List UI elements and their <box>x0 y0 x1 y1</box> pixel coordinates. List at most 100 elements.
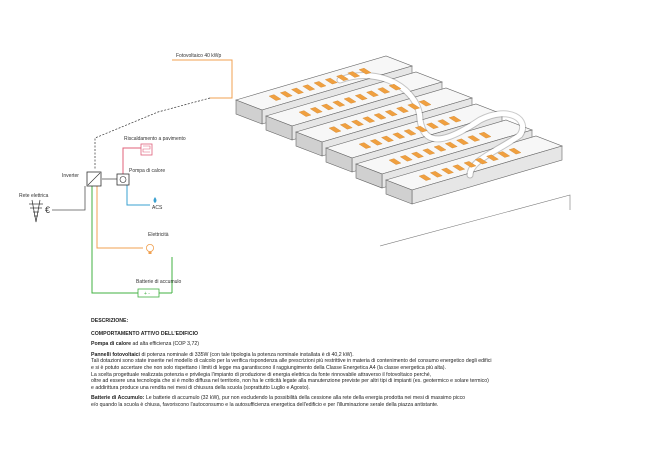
battery-line-2: e/o quando la scuola è chiusa, favorisco… <box>91 401 439 408</box>
acs-line <box>126 185 150 206</box>
solar-panel <box>268 94 282 101</box>
inverter-label: Inverter <box>62 173 79 179</box>
solar-panel <box>343 97 357 104</box>
lightbulb-icon <box>145 243 154 254</box>
description-heading: DESCRIZIONE: <box>91 318 129 324</box>
solar-panel <box>456 138 469 145</box>
heat-pump-label: Pompa di calore <box>129 168 165 174</box>
building-axonometric <box>235 55 571 247</box>
solar-panel <box>426 122 439 129</box>
pv-line: Tali dotazioni sono state inserite nel m… <box>91 358 492 365</box>
solar-panels <box>268 68 522 181</box>
solar-panel <box>366 90 379 97</box>
solar-panel <box>388 158 402 165</box>
curved-corridor-top <box>337 73 525 178</box>
wing-end <box>355 163 383 189</box>
solar-panel <box>418 174 432 181</box>
pv-connection-line <box>172 59 233 99</box>
battery-paragraph: Batterie di Accumulo: Le batterie di acc… <box>91 395 466 402</box>
solar-panel <box>508 148 522 155</box>
dashed-control-line <box>94 97 211 170</box>
solar-panel <box>448 116 462 123</box>
solar-panel <box>396 106 409 113</box>
grid-line <box>52 186 86 211</box>
heat-pump-box <box>116 173 130 186</box>
solar-panel <box>474 157 488 165</box>
solar-panel <box>354 93 368 101</box>
wing-end <box>385 179 413 205</box>
heating-line <box>122 147 141 174</box>
solar-panel <box>321 103 334 111</box>
solar-panel <box>336 74 349 81</box>
solar-panel <box>369 139 383 146</box>
solar-panel <box>444 141 458 149</box>
solar-panel <box>291 87 304 95</box>
solar-panel <box>362 116 376 123</box>
pylon-icon <box>29 199 43 223</box>
solar-panel <box>328 126 342 133</box>
heat-pump-fan <box>119 176 127 183</box>
solar-panel <box>497 151 511 158</box>
solar-panel <box>441 167 454 175</box>
solar-panel <box>478 132 492 139</box>
solar-panel <box>302 84 316 91</box>
wing-end <box>235 99 263 125</box>
solar-panel <box>486 154 499 161</box>
solar-panel <box>422 148 436 155</box>
solar-panel <box>392 132 406 139</box>
solar-panel <box>358 142 372 149</box>
solar-panel <box>324 77 338 85</box>
solar-panel <box>298 110 312 117</box>
svg-text:+ -: + - <box>144 291 150 297</box>
solar-panel <box>377 87 391 94</box>
heat-pump-paragraph: Pompa di calore ad alta efficienza (COP … <box>91 341 199 348</box>
solar-panel <box>358 68 372 75</box>
description-subheading: COMPORTAMENTO ATTIVO DELL'EDIFICIO <box>91 330 199 337</box>
solar-panel <box>437 119 451 126</box>
solar-panel <box>279 91 293 98</box>
solar-panel <box>313 81 327 88</box>
euro-label: € <box>45 205 50 215</box>
solar-panel <box>411 151 424 159</box>
electricity-line <box>96 186 143 249</box>
wing-end <box>265 115 293 141</box>
battery-line <box>91 186 138 294</box>
solar-panel <box>351 119 364 127</box>
solar-panel <box>347 71 361 78</box>
solar-panel <box>414 125 428 133</box>
solar-panel <box>332 100 346 107</box>
solar-panel <box>463 161 477 168</box>
wing-end <box>325 147 353 173</box>
description-block: DESCRIZIONE: COMPORTAMENTO ATTIVO DELL'E… <box>91 318 551 409</box>
solar-panel <box>399 155 413 162</box>
pv-label: Fotovoltaico 40 kWp <box>176 53 222 59</box>
solar-panel <box>373 113 387 120</box>
solar-panel <box>381 135 394 143</box>
battery-icon: + - <box>137 288 160 298</box>
ground-edge <box>379 194 571 247</box>
wing-end <box>295 131 323 157</box>
grid-label: Rete elettrica <box>19 193 49 199</box>
inverter-symbol <box>87 172 101 186</box>
solar-panel <box>407 103 421 110</box>
pv-line: oltre ad essere una tecnologia che si è … <box>91 378 489 385</box>
solar-panel <box>429 171 443 178</box>
solar-panel <box>467 135 481 142</box>
solar-panel <box>452 164 466 171</box>
solar-panel <box>388 84 402 91</box>
solar-panel <box>418 100 432 107</box>
pv-line: e addirittura produce una rendita nei me… <box>91 384 310 391</box>
floor-heating-icon <box>140 143 153 156</box>
water-drop-icon <box>153 197 157 203</box>
acs-label: ACS <box>152 205 163 211</box>
heating-label: Riscaldamento a pavimento <box>124 136 186 142</box>
solar-panel <box>384 109 398 117</box>
solar-panel <box>339 123 353 130</box>
pv-line: La scelta progettuale realizzata potenzi… <box>91 371 432 378</box>
solar-panel <box>403 129 417 136</box>
electricity-label: Elettricità <box>148 232 169 238</box>
solar-panel <box>433 145 447 152</box>
battery-label: Batterie di accumulo <box>136 279 182 285</box>
solar-panel <box>309 107 323 114</box>
